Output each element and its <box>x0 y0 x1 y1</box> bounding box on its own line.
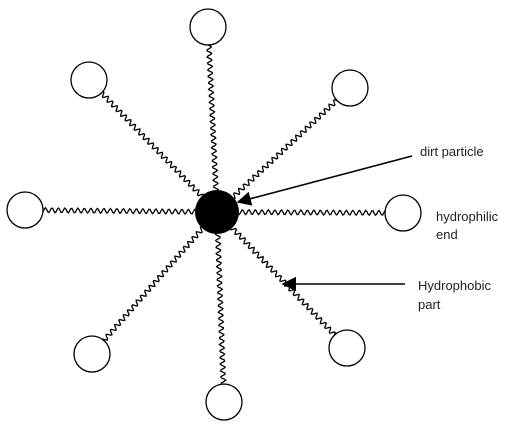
hydrophobic-label-line1: Hydrophobic <box>418 278 491 293</box>
hydrophilic-label-line1: hydrophilic <box>436 209 499 224</box>
hydrophilic-head-6 <box>73 335 111 373</box>
hydrophobic-tail-3 <box>230 208 386 217</box>
hydrophobic-tail-6 <box>102 221 208 341</box>
hydrophilic-head-1 <box>189 8 227 46</box>
hydrophilic-head-3 <box>384 194 422 232</box>
hydrophilic-head-7 <box>6 191 44 229</box>
hydrophilic-head-2 <box>331 69 369 107</box>
dirt-particle-arrow <box>236 155 413 206</box>
hydrophobic-tail-8 <box>101 91 209 203</box>
hydrophobic-tail-7 <box>42 206 204 216</box>
hydrophilic-head-8 <box>70 61 108 99</box>
hydrophobic-label-line2: part <box>418 297 441 312</box>
hydrophobic-tail-5 <box>214 225 227 385</box>
hydrophobic-tail-4 <box>225 221 336 336</box>
hydrophobic-tails <box>42 44 386 385</box>
hydrophobic-tail-2 <box>227 99 338 205</box>
hydrophilic-head-4 <box>328 329 366 367</box>
hydrophilic-heads <box>6 8 422 421</box>
hydrophilic-label-line2: end <box>436 227 458 242</box>
hydrophobic-tail-1 <box>206 44 220 199</box>
hydrophilic-head-5 <box>205 383 243 421</box>
dirt-particle-label: dirt particle <box>420 144 484 159</box>
dirt-particle <box>195 190 239 234</box>
